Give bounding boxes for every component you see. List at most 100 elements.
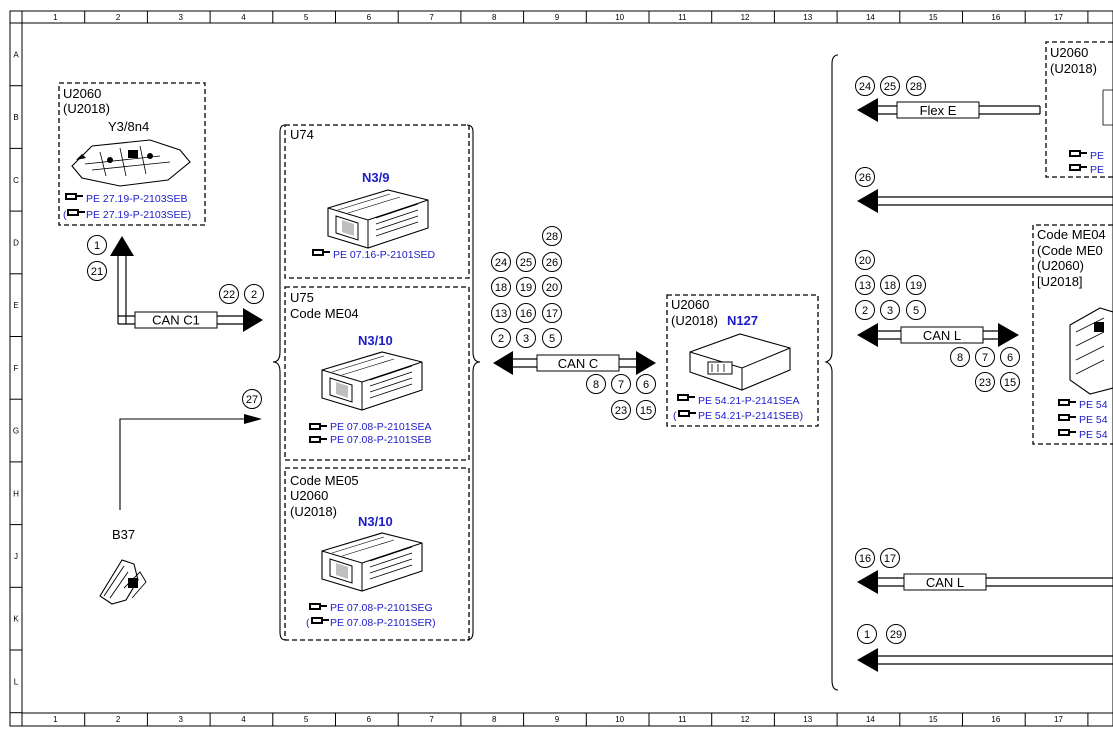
u75-ref-icon-1 (309, 423, 327, 430)
can-l-lower-label: CAN L (926, 575, 964, 590)
reference-bubble: 17 (880, 548, 900, 568)
u75-ref-1[interactable]: PE 07.08-P-2101SEA (330, 421, 432, 433)
can-c1-label-box (134, 311, 218, 329)
reference-bubble: 15 (636, 400, 656, 420)
bubble-number: 25 (520, 257, 532, 269)
can-c-right-arrow-head (636, 351, 656, 375)
flex-e-arrow-head (857, 98, 878, 122)
reference-bubble: 17 (542, 303, 562, 323)
bubble-number: 23 (979, 377, 991, 389)
row-label: E (13, 301, 18, 310)
reference-bubble: 23 (975, 372, 995, 392)
bubble-number: 5 (913, 305, 919, 317)
bubble-number: 23 (615, 405, 627, 417)
line-26 (876, 196, 1113, 206)
u75-ref-2[interactable]: PE 07.08-P-2101SEB (330, 434, 432, 446)
reference-bubble: 7 (611, 374, 631, 394)
y3-ref-2[interactable]: PE 27.19-P-2103SEE) (86, 209, 191, 221)
y3-code-2: (U2018) (63, 101, 110, 116)
y3-ref-1[interactable]: PE 27.19-P-2103SEB (86, 193, 188, 205)
right-top-code-2: (U2018) (1050, 61, 1097, 76)
bubble-number: 20 (546, 282, 558, 294)
valve-body-illustration (71, 139, 191, 187)
bubble-number: 1 (94, 240, 100, 252)
y3-ref-icon-2 (67, 209, 85, 216)
reference-bubble: 26 (542, 252, 562, 272)
engine-group-bracket-left (272, 124, 286, 641)
n3-9-ecu-illustration (327, 189, 429, 249)
n127-ref-icon-1 (677, 394, 695, 401)
right-mid-ref-icon-2 (1058, 414, 1076, 421)
row-label: F (14, 364, 19, 373)
row-label: L (14, 677, 19, 686)
can-l-upper-label-box (900, 326, 984, 344)
bubble-number: 3 (887, 305, 893, 317)
bubble-number: 22 (223, 289, 235, 301)
bubble-number: 2 (862, 305, 868, 317)
me05-ref-paren: ( (306, 617, 310, 629)
me05-ref-2[interactable]: PE 07.08-P-2101SER) (330, 617, 436, 629)
up-arrow-head (110, 236, 134, 256)
reference-bubble: 26 (855, 167, 875, 187)
reference-bubble: 23 (611, 400, 631, 420)
right-top-ref-1[interactable]: PE (1090, 150, 1104, 162)
bubble-number: 21 (91, 266, 103, 278)
reference-bubble: 3 (880, 300, 900, 320)
bubble-number: 24 (859, 81, 871, 93)
column-label-bottom: 11 (678, 715, 687, 724)
u75-ecu-illustration (321, 351, 423, 411)
bubble-number: 29 (890, 629, 902, 641)
u75-ref-icon-2 (309, 436, 327, 443)
column-label-top: 17 (1054, 13, 1063, 22)
column-label-bottom: 4 (241, 715, 246, 724)
bubble-number: 26 (859, 172, 871, 184)
drawing-border (9, 10, 1113, 727)
bubble-number: 16 (520, 308, 532, 320)
line-26-arrow-head (857, 189, 878, 213)
right-top-ref-2[interactable]: PE (1090, 164, 1104, 176)
right-mid-ref-3[interactable]: PE 54 (1079, 429, 1108, 441)
column-label-top: 6 (367, 13, 372, 22)
bubble-number: 1 (864, 629, 870, 641)
n127-code-2: (U2018) (671, 313, 718, 328)
right-top-code-1: U2060 (1050, 45, 1088, 60)
reference-bubble: 25 (516, 252, 536, 272)
me05-code-3: (U2018) (290, 504, 337, 519)
reference-bubble: 16 (516, 303, 536, 323)
me05-ref-1[interactable]: PE 07.08-P-2101SEG (330, 602, 433, 614)
can-c1-label: CAN C1 (152, 313, 200, 328)
right-mid-ref-1[interactable]: PE 54 (1079, 399, 1108, 411)
column-label-top: 12 (741, 13, 750, 22)
column-label-top: 9 (555, 13, 560, 22)
n127-ref-1[interactable]: PE 54.21-P-2141SEA (698, 395, 800, 407)
column-label-bottom: 5 (304, 715, 309, 724)
column-label-bottom: 17 (1054, 715, 1063, 724)
column-label-top: 2 (116, 13, 121, 22)
can-c1-arrow-head (243, 308, 263, 332)
reference-bubble: 13 (491, 303, 511, 323)
right-mid-code-3: (U2060) (1037, 258, 1084, 273)
can-c-bus (512, 358, 640, 368)
y3-ref-paren: ( (63, 209, 67, 221)
u74-ref-1[interactable]: PE 07.16-P-2101SED (333, 249, 436, 261)
bubble-number: 27 (246, 394, 258, 406)
bottom-arrow-head (857, 648, 878, 672)
reference-bubble: 1 (87, 235, 107, 255)
bottom-line (876, 655, 1113, 665)
column-label-bottom: 9 (555, 715, 560, 724)
y3-code-1: U2060 (63, 86, 101, 101)
b37-arrow-head (244, 414, 262, 424)
bubble-number: 7 (982, 352, 988, 364)
reference-bubble: 15 (1000, 372, 1020, 392)
n127-ref-2[interactable]: PE 54.21-P-2141SEB) (698, 410, 803, 422)
right-mid-ref-2[interactable]: PE 54 (1079, 414, 1108, 426)
right-mid-ref-icon-1 (1058, 399, 1076, 406)
column-label-top: 15 (929, 13, 938, 22)
bubble-number: 6 (1007, 352, 1013, 364)
bubble-number: 20 (859, 255, 871, 267)
row-label: A (13, 50, 19, 59)
right-group-bracket (824, 54, 839, 691)
n127-module-illustration (689, 333, 791, 391)
